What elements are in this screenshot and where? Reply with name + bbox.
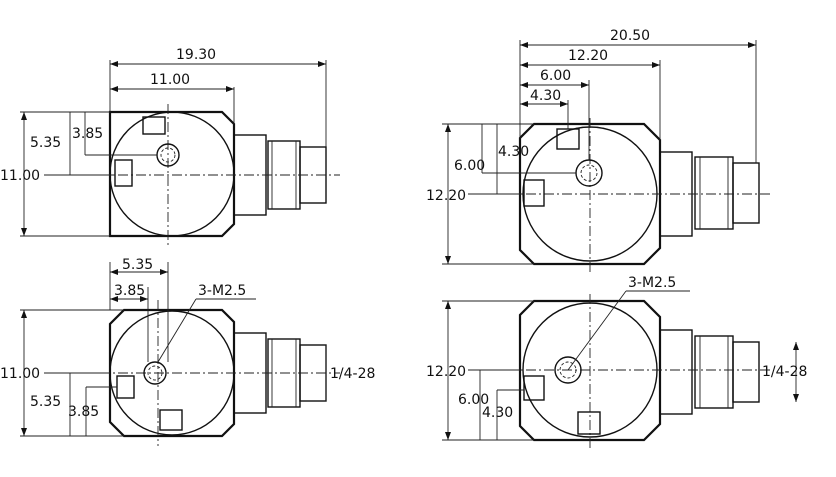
dim-hole-offset: 5.35 [30,135,61,151]
svg-text:4.30: 4.30 [530,88,561,104]
svg-text:3.85: 3.85 [114,283,145,299]
svg-text:20.50: 20.50 [610,28,650,44]
body-circle [109,111,235,237]
body-outline [518,299,662,442]
dim-height: 11.00 [0,168,40,184]
svg-text:6.00: 6.00 [458,392,489,408]
svg-text:6.00: 6.00 [454,158,485,174]
dim-body: 11.00 [150,72,190,88]
mount-slot-left [114,159,133,187]
svg-text:12.20: 12.20 [426,364,466,380]
svg-text:12.20: 12.20 [568,48,608,64]
view-large-bottom: 3-M2.5 12.20 6.00 4.30 1/4-28 [426,275,807,448]
svg-text:3-M2.5: 3-M2.5 [628,275,676,291]
dim-overall: 19.30 [176,47,216,63]
dim-side-offset: 3.85 [72,126,103,142]
svg-text:4.30: 4.30 [498,144,529,160]
body-outline [518,122,662,266]
svg-text:5.35: 5.35 [122,257,153,273]
svg-text:5.35: 5.35 [30,394,61,410]
thread-note: 3-M2.5 [198,283,246,299]
svg-text:11.00: 11.00 [0,366,40,382]
body-outline [108,308,236,438]
svg-text:3.85: 3.85 [68,404,99,420]
svg-text:6.00: 6.00 [540,68,571,84]
svg-text:4.30: 4.30 [482,405,513,421]
mount-slot-top [142,116,166,135]
view-small-top: 19.30 11.00 11.00 5.35 3.85 [0,47,340,245]
svg-text:1/4-28: 1/4-28 [762,364,807,380]
view-large-top: 20.50 12.20 6.00 4.30 12.20 4.30 6.00 [426,28,770,272]
view-small-bottom: 5.35 3.85 3-M2.5 11.00 5.35 3.85 1/4-28 [0,257,375,446]
connector-label: 1/4-28 [330,366,375,382]
svg-text:12.20: 12.20 [426,188,466,204]
